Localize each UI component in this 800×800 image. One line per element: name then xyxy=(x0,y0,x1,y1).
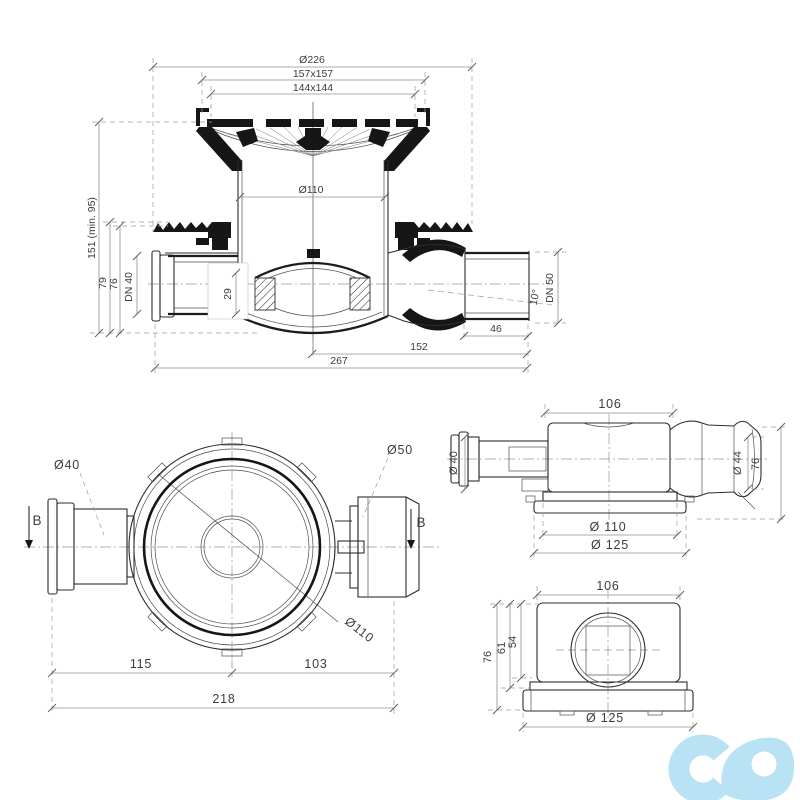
dim-110-label: Ø110 xyxy=(299,184,324,196)
dim-144-label: 144x144 xyxy=(293,82,333,94)
dim-o40-side-label: Ø 40 xyxy=(448,451,460,475)
slope-line xyxy=(427,289,553,306)
dim-106-side-label: 106 xyxy=(598,397,621,411)
dim-76-front-label: 76 xyxy=(482,651,494,663)
dn50-outlet-pipe xyxy=(387,239,530,331)
plan-left-pipe xyxy=(47,498,135,595)
detail-callout-box xyxy=(207,262,249,320)
dim-218-label: 218 xyxy=(212,692,235,706)
plan-right-pipe xyxy=(335,496,420,598)
dim-dn50-label: DN 50 xyxy=(544,273,556,303)
front-dimensions: 106 54 61 76 Ø 125 xyxy=(482,579,698,732)
side-left-pipe xyxy=(450,431,549,492)
grate xyxy=(196,108,430,171)
dim-151-label: 151 (min. 95) xyxy=(86,197,98,259)
section-b-right-label: B xyxy=(416,515,425,530)
dim-226-label: Ø226 xyxy=(299,54,325,66)
section-arrow-right xyxy=(407,540,415,549)
dim-o50-label: Ø50 xyxy=(387,443,413,457)
plan-view: B B Ø40 Ø50 Ø110 115 103 218 xyxy=(24,432,440,714)
dim-267-label: 267 xyxy=(330,355,348,367)
dim-54-label: 54 xyxy=(507,636,519,648)
front-view: 106 54 61 76 Ø 125 xyxy=(482,579,698,732)
brand-logo xyxy=(668,734,795,800)
dim-157-label: 157x157 xyxy=(293,68,333,80)
left-frame-bracket xyxy=(196,108,209,126)
dim-115-label: 115 xyxy=(130,657,152,671)
drain-body-circles xyxy=(128,437,336,657)
dim-angle-label: 10° xyxy=(528,288,543,306)
side-dimensions: 106 Ø 40 Ø 44 76 Ø 110 Ø 125 xyxy=(448,397,786,558)
trap-wall-right xyxy=(349,277,371,311)
dim-61-label: 61 xyxy=(496,642,508,654)
trap-wall-left xyxy=(254,277,276,311)
left-funnel-wall xyxy=(196,127,242,171)
dim-152-label: 152 xyxy=(410,341,428,353)
trap-body xyxy=(165,249,389,335)
socket-seal-bottom xyxy=(402,308,466,331)
front-body xyxy=(522,602,694,716)
rim-lugs xyxy=(147,437,317,657)
floor-flanges xyxy=(153,222,473,250)
section-b-left-label: B xyxy=(32,513,41,528)
dim-46-label: 46 xyxy=(490,323,502,335)
logo-d-counter xyxy=(751,751,777,777)
dim-29-label: 29 xyxy=(222,288,234,300)
dim-o110-side-label: Ø 110 xyxy=(589,520,626,534)
section-arrow-left xyxy=(25,540,33,549)
side-view: 106 Ø 40 Ø 44 76 Ø 110 Ø 125 xyxy=(447,397,786,558)
dim-76-side-label: 76 xyxy=(750,458,762,470)
section-markers: B B xyxy=(25,506,426,549)
dim-79-label: 79 xyxy=(97,277,109,289)
section-dimensions: Ø226 157x157 144x144 Ø110 151 (min. 95) … xyxy=(86,54,566,373)
right-frame-bracket xyxy=(417,108,430,126)
side-body xyxy=(525,422,695,514)
strainer-bowl-lower xyxy=(213,130,413,152)
right-support xyxy=(368,128,390,147)
logo-c-glyph xyxy=(668,734,738,800)
dim-103-label: 103 xyxy=(304,657,327,671)
dim-dn40-label: DN 40 xyxy=(123,272,135,302)
dim-76-label: 76 xyxy=(108,278,120,290)
dim-o110-plan-label: Ø110 xyxy=(342,614,377,645)
diagonal-leader xyxy=(157,473,339,623)
dim-o125-front-label: Ø 125 xyxy=(586,711,624,725)
side-right-pipe xyxy=(669,420,762,510)
section-view: Ø226 157x157 144x144 Ø110 151 (min. 95) … xyxy=(86,54,566,373)
center-key xyxy=(296,128,330,150)
dim-o44-label: Ø 44 xyxy=(732,451,744,475)
dim-o125-side-label: Ø 125 xyxy=(591,538,629,552)
dim-o40-label: Ø40 xyxy=(54,458,80,472)
left-support xyxy=(236,128,258,147)
dim-106-front-label: 106 xyxy=(596,579,619,593)
right-funnel-wall xyxy=(384,127,430,171)
